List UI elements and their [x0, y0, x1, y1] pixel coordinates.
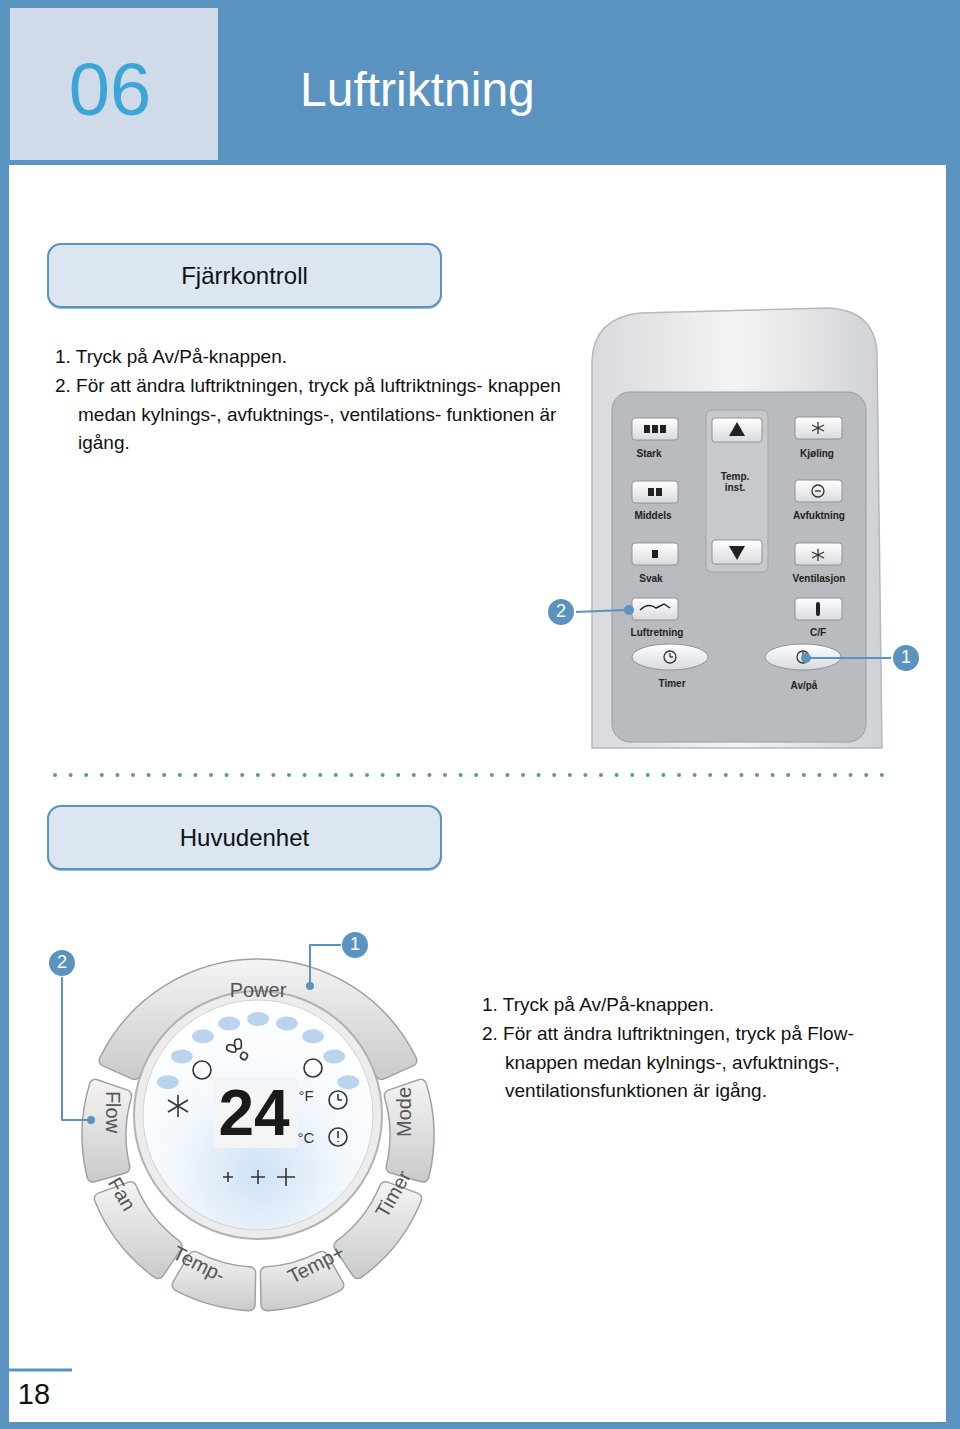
- indicator-light: [337, 1075, 359, 1089]
- instruction-step: 2. För att ändra luftriktningen, tryck p…: [55, 372, 603, 458]
- button-label: Av/på: [791, 680, 818, 691]
- button-label: C/F: [810, 627, 826, 638]
- unit-indicator: °C: [298, 1130, 315, 1147]
- temperature-display: 24: [218, 1078, 289, 1148]
- dotted-separator: [55, 773, 895, 777]
- dial-button-label: Power: [230, 979, 287, 1001]
- dial-button-label: Mode: [393, 1087, 415, 1137]
- dial-button-label: Temp+: [284, 1240, 348, 1287]
- button-label: Ventilasjon: [793, 573, 846, 584]
- section-heading: Fjärrkontroll: [181, 262, 308, 290]
- page-ground: [9, 165, 946, 1422]
- dial-button: [384, 1079, 434, 1182]
- callout-circle: [48, 598, 920, 977]
- dial-rim: [134, 991, 382, 1239]
- indicator-light: [218, 1016, 240, 1030]
- instruction-step: 1. Tryck på Av/På-knappen.: [482, 991, 882, 1020]
- dial-button-label: Flow: [102, 1091, 124, 1133]
- page-number: 18: [18, 1379, 50, 1411]
- section-heading: Huvudenhet: [180, 824, 309, 852]
- indicator-light: [192, 1029, 214, 1043]
- callout-leader: [575, 606, 892, 662]
- unit-indicator: °F: [298, 1088, 313, 1105]
- indicator-light: [247, 1012, 269, 1026]
- section-heading-box: Fjärrkontroll: [47, 243, 442, 308]
- button-label: Timer: [658, 678, 685, 689]
- display-window: [214, 1078, 298, 1148]
- dial-button-label: Timer: [371, 1167, 415, 1222]
- callout-number: 2: [556, 602, 566, 622]
- chapter-box: [10, 8, 218, 160]
- button-label: Stark: [636, 448, 661, 459]
- indicator-light: [171, 1050, 193, 1064]
- indicator-light: [157, 1075, 179, 1089]
- button-label: Svak: [639, 573, 662, 584]
- callout-number: 1: [901, 648, 911, 668]
- callout-number: 2: [57, 953, 67, 973]
- control-dial: [82, 959, 434, 1311]
- dial-button-label: Temp-: [169, 1242, 229, 1287]
- page-title: Luftriktning: [300, 60, 535, 120]
- mode-icons: [168, 1039, 347, 1186]
- button-label: Luftretning: [631, 627, 684, 638]
- indicator-light: [302, 1029, 324, 1043]
- dial-button-label: Fan: [104, 1174, 140, 1215]
- button-label: Kjøling: [800, 448, 834, 459]
- page-number-rule: [9, 1369, 72, 1372]
- callout-number: 1: [350, 935, 360, 955]
- remote-control: [592, 308, 882, 748]
- indicator-light: [323, 1050, 345, 1064]
- instruction-step: 2. För att ändra luftriktningen, tryck p…: [482, 1020, 882, 1106]
- button-label: Avfuktning: [793, 510, 845, 521]
- dial-face: [143, 1000, 373, 1230]
- dial-button: [82, 1079, 132, 1182]
- chapter-number: 06: [69, 49, 151, 130]
- button-label: Middels: [634, 510, 671, 521]
- instruction-step: 1. Tryck på Av/På-knappen.: [55, 343, 615, 372]
- indicator-light: [276, 1016, 298, 1030]
- button-label: Temp. inst.: [715, 471, 755, 493]
- section-heading-box: Huvudenhet: [47, 805, 442, 870]
